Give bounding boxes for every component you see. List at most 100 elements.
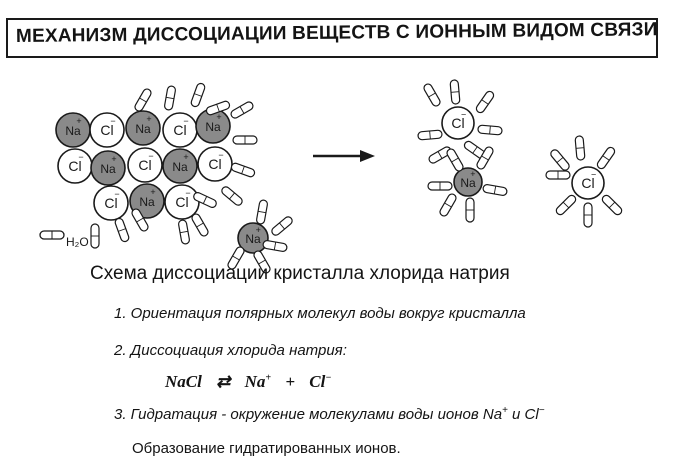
na-label: Na (245, 232, 261, 246)
water-molecule (178, 219, 190, 245)
cl-charge: − (114, 189, 119, 199)
na-charge: + (265, 372, 272, 384)
water-molecule (449, 79, 461, 105)
hydrated-chloride-ion-2: Cl− (571, 166, 605, 200)
cl-label: Cl (208, 156, 221, 172)
cl-label: Cl (100, 122, 113, 138)
step-2: 2. Диссоциация хлорида натрия: (114, 342, 347, 359)
water-molecule (190, 82, 206, 108)
na-charge: + (146, 114, 151, 124)
na-label: Na (100, 162, 116, 176)
water-molecule (256, 199, 268, 225)
cl-charge: − (78, 152, 83, 162)
water-molecule (439, 193, 457, 217)
water-molecules (90, 82, 293, 274)
step-3-cl: и Cl (507, 406, 539, 423)
na-label: Na (172, 160, 188, 174)
sodium-ion-3: Na+ (125, 110, 161, 146)
cl-charge: − (148, 151, 153, 161)
na-charge: + (216, 112, 221, 122)
cl-label: Cl (138, 157, 151, 173)
title-box: МЕХАНИЗМ ДИССОЦИАЦИИ ВЕЩЕСТВ С ИОННЫМ ВИ… (6, 18, 658, 58)
step-3-na-charge: + (502, 405, 508, 416)
water-molecule (583, 202, 593, 228)
hydrated-ions: Cl−Na+Cl− (417, 79, 623, 228)
cl-label: Cl (451, 115, 464, 131)
na-charge: + (150, 187, 155, 197)
dissociation-equation: NaCl ⇄ Na+ + Cl− (165, 372, 331, 392)
equation-plus: + (285, 372, 296, 391)
water-molecule (134, 88, 152, 112)
water-molecule (477, 124, 503, 136)
na-label: Na (460, 176, 476, 190)
na-charge: + (470, 169, 475, 179)
cl-charge: − (110, 116, 115, 126)
water-molecule (465, 197, 475, 223)
water-molecule (427, 181, 453, 191)
water-molecule (262, 240, 288, 252)
equation-cl: Cl (309, 372, 326, 391)
water-molecule (191, 213, 209, 237)
chloride-ion-13: Cl− (164, 184, 200, 220)
water-molecule (114, 217, 130, 243)
detaching-sodium-ion: Na+ (237, 222, 269, 254)
na-charge: + (111, 154, 116, 164)
cl-label: Cl (581, 175, 594, 191)
equation-nacl: NaCl (165, 372, 202, 391)
water-molecule (164, 85, 176, 111)
water-molecule (596, 146, 616, 170)
crystal-lattice: Na+Cl−Na+Cl−Na+Cl−Na+Cl−Na+Cl−Cl−Na+Cl−N… (55, 108, 269, 254)
water-molecule (545, 170, 571, 180)
water-molecule (475, 90, 495, 114)
equation-na: Na (244, 372, 266, 391)
water-molecule (271, 216, 293, 236)
na-label: Na (139, 195, 155, 209)
cl-label: Cl (175, 194, 188, 210)
water-molecule (230, 101, 254, 119)
na-charge: + (183, 152, 188, 162)
step-1: 1. Ориентация полярных молекул воды вокр… (114, 305, 526, 322)
step-4: Образование гидратированных ионов. (132, 440, 401, 457)
na-charge: + (76, 116, 81, 126)
step-3: 3. Гидратация - окружение молекулами вод… (114, 405, 545, 423)
na-charge: + (256, 225, 261, 235)
chloride-ion-10: Cl− (197, 146, 233, 182)
cl-charge: − (325, 372, 332, 384)
water-molecule (574, 135, 586, 161)
cl-charge: − (218, 150, 223, 160)
water-molecule (482, 184, 508, 196)
water-molecule (423, 83, 441, 107)
water-molecule (131, 208, 149, 232)
cl-label: Cl (68, 158, 81, 174)
water-molecule (230, 162, 256, 178)
water-molecule (417, 129, 443, 141)
na-label: Na (135, 122, 151, 136)
hydrated-sodium-ion: Na+ (453, 167, 483, 197)
cl-charge: − (183, 116, 188, 126)
sodium-ion-9: Na+ (162, 148, 198, 184)
cl-charge: − (591, 169, 596, 179)
diagram-caption: Схема диссоциации кристалла хлорида натр… (90, 263, 510, 284)
water-molecule (193, 192, 217, 208)
chloride-ion-8: Cl− (127, 147, 163, 183)
water-molecule (550, 149, 570, 171)
chloride-ion-11: Cl− (93, 185, 129, 221)
step-3-text: 3. Гидратация - окружение молекулами вод… (114, 406, 503, 423)
water-molecule (232, 135, 258, 145)
equilibrium-arrows: ⇄ (216, 372, 231, 391)
na-label: Na (205, 120, 221, 134)
water-molecule (221, 186, 243, 206)
sodium-ion-7: Na+ (90, 150, 126, 186)
cl-label: Cl (173, 122, 186, 138)
cl-charge: − (185, 188, 190, 198)
chloride-ion-6: Cl− (57, 148, 93, 184)
water-molecule (446, 148, 464, 172)
water-molecule (601, 194, 623, 216)
water-molecule (205, 100, 231, 116)
water-molecule (253, 250, 271, 274)
hydrated-chloride-ion-1: Cl− (441, 106, 475, 140)
water-molecule (90, 223, 100, 249)
sodium-ion-5: Na+ (195, 108, 231, 144)
cl-label: Cl (104, 195, 117, 211)
